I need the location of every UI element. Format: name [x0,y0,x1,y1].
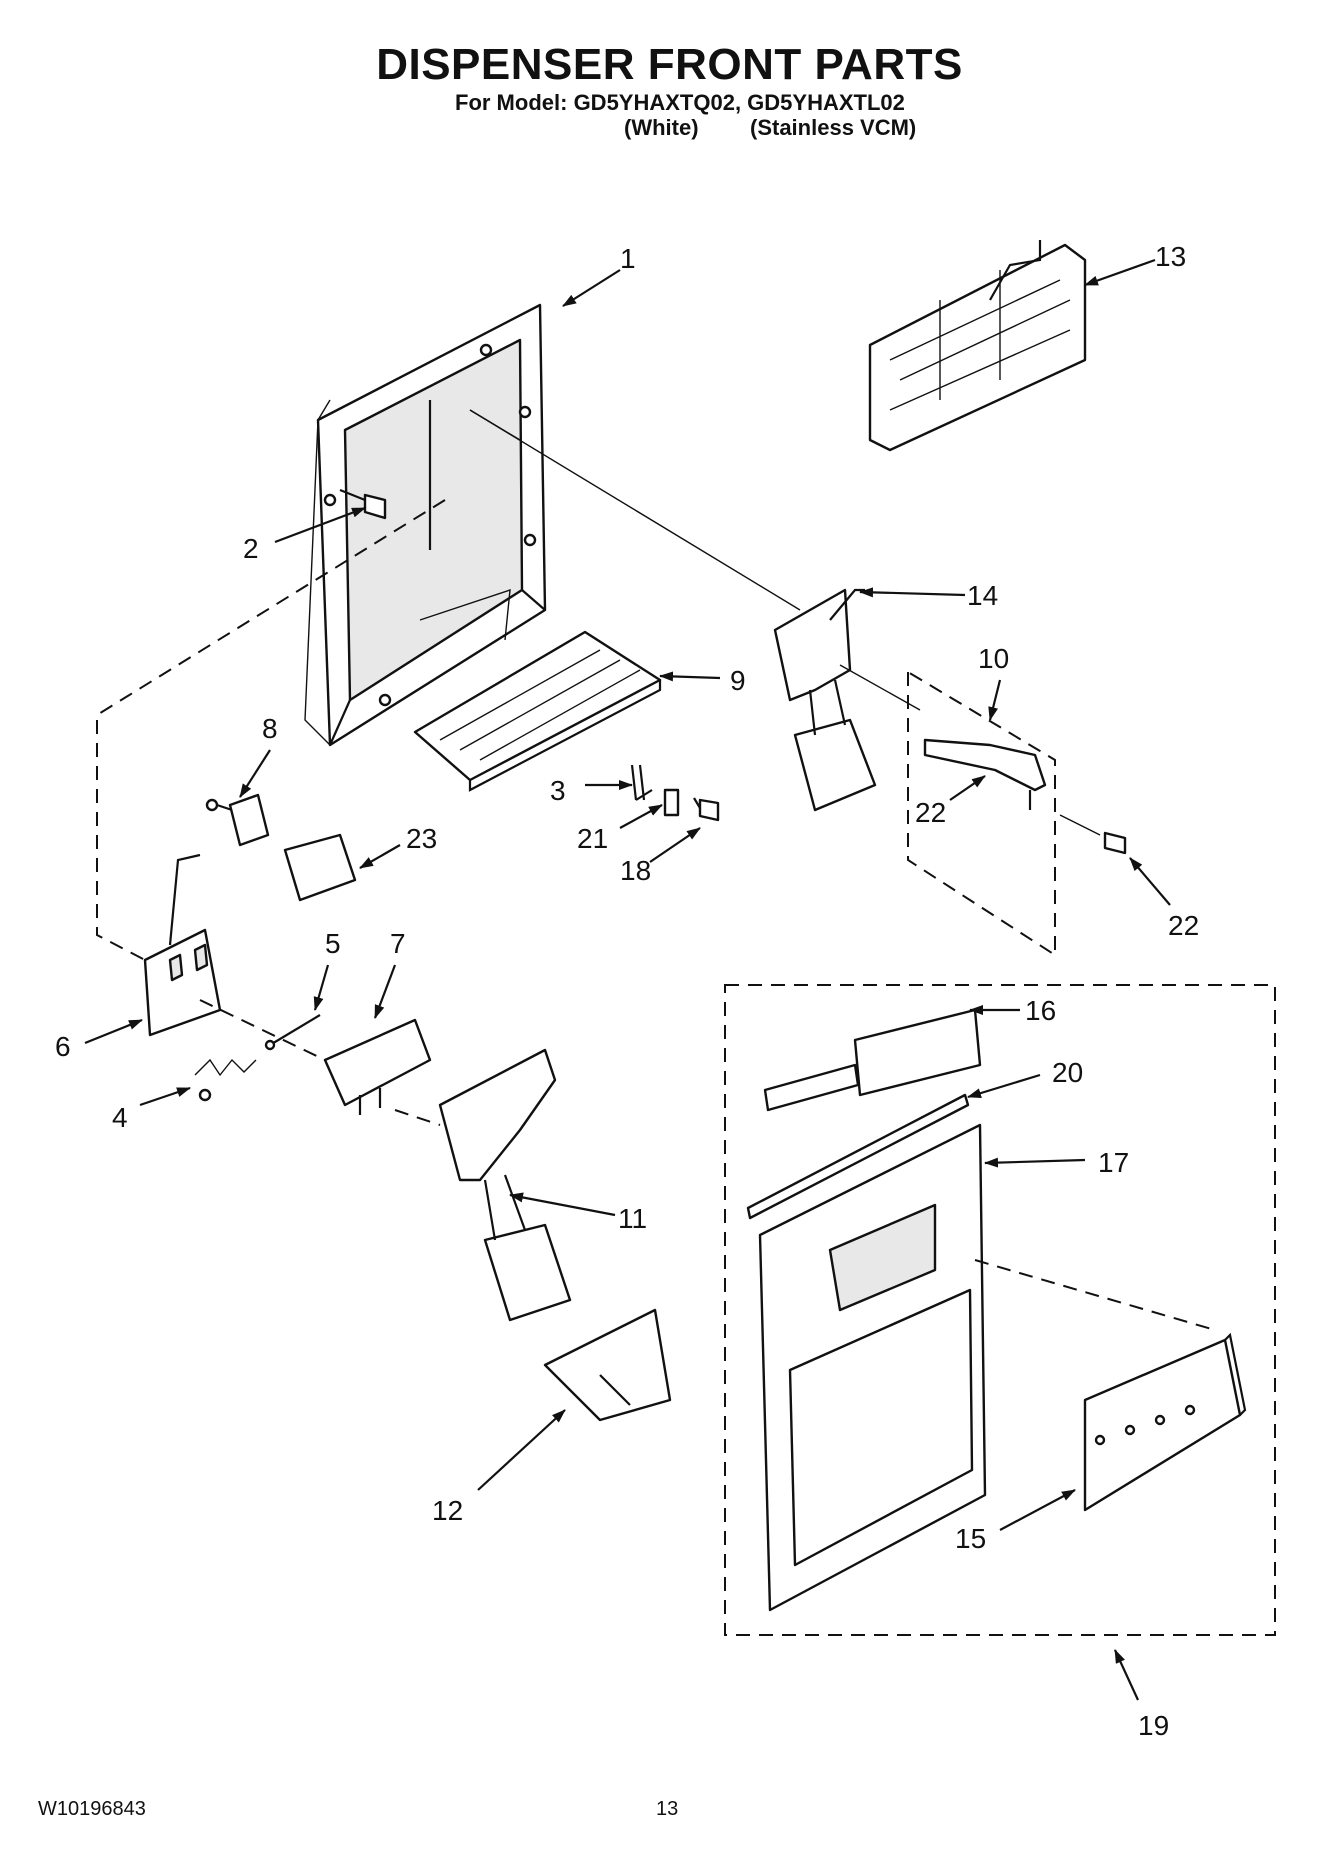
variant-stainless: (Stainless VCM) [750,115,917,140]
arrow-13 [1084,258,1156,287]
variant-white: (White) [624,115,699,140]
callout-3: 3 [550,775,566,806]
arrow-20 [967,1073,1041,1099]
arrow-22b [1129,857,1171,906]
callout-6: 6 [55,1031,71,1062]
part-15-control-panel [1083,1332,1247,1512]
arrow-4 [139,1086,191,1107]
part-6-module [143,853,222,1037]
alignment-line-4 [974,1259,1216,1331]
callout-7: 7 [390,928,406,959]
alignment-line-1 [96,499,446,961]
arrow-9 [659,671,721,682]
callout-5: 5 [325,928,341,959]
arrow-21 [619,804,663,829]
part-2-screw [339,488,387,520]
arrow-1 [562,269,621,307]
model-prefix: For Model: [455,90,568,115]
callout-21: 21 [577,823,608,854]
part-16-board [763,1008,982,1112]
callout-22b: 22 [1168,910,1199,941]
callout-9: 9 [730,665,746,696]
model-numbers: GD5YHAXTQ02, GD5YHAXTL02 [573,90,905,115]
callout-12: 12 [432,1495,463,1526]
alignment-line-3 [394,1109,441,1126]
callout-19: 19 [1138,1710,1169,1741]
callout-17: 17 [1098,1147,1129,1178]
callout-16: 16 [1025,995,1056,1026]
part-3-spring-clip [630,764,653,801]
part-22-screw-right [1103,831,1127,855]
callout-20: 20 [1052,1057,1083,1088]
callout-1: 1 [620,243,636,274]
callout-13: 13 [1155,241,1186,272]
part-11-paddle [438,1048,572,1322]
page-number: 13 [656,1798,679,1820]
arrow-5 [313,964,330,1011]
callout-15: 15 [955,1523,986,1554]
callout-10: 10 [978,643,1009,674]
callout-18: 18 [620,855,651,886]
callout-22a: 22 [915,797,946,828]
arrow-7 [373,964,397,1019]
arrow-8 [239,749,271,798]
arrow-19 [1114,1649,1139,1701]
arrow-10 [988,679,1002,721]
callout-4: 4 [112,1102,128,1133]
callout-11: 11 [618,1203,647,1234]
part-17-bezel [758,1123,987,1612]
alignment-line-6 [839,664,921,711]
part-10-switch [923,738,1047,810]
part-8-actuator [205,793,270,847]
arrow-18 [649,827,701,863]
page-title: DISPENSER FRONT PARTS [376,40,963,89]
document-number: W10196843 [38,1798,146,1820]
part-18-screw [693,797,720,822]
model-line: For Model: GD5YHAXTQ02, GD5YHAXTL02 [455,90,905,116]
arrow-23 [359,844,401,869]
callout-8: 8 [262,713,278,744]
part-1-housing [304,303,547,747]
part-7-bracket [323,1018,432,1115]
callout-2: 2 [243,533,259,564]
kit-10-boundary [907,670,1056,957]
callout-14: 14 [967,580,998,611]
arrow-14 [859,587,966,598]
part-12-funnel [543,1308,672,1422]
arrow-6 [84,1018,143,1045]
part-14-lever [773,588,877,812]
alignment-line-5 [469,409,801,611]
arrow-15 [999,1489,1076,1531]
callout-23: 23 [406,823,437,854]
arrow-12 [477,1409,566,1491]
arrow-17 [984,1157,1086,1168]
part-20-gasket [746,1093,970,1220]
alignment-line-7 [1059,814,1101,836]
arrow-11 [509,1192,616,1217]
part-21-clip [663,788,680,817]
part-23-cover [283,833,357,902]
part-13-bracket [868,240,1087,452]
arrow-2 [274,506,366,544]
part-4-spring [194,1058,257,1102]
kit-19-boundary [724,984,1276,1636]
part-5-rod [264,1014,321,1051]
alignment-line-2 [199,999,326,1061]
arrow-22a [949,775,986,801]
